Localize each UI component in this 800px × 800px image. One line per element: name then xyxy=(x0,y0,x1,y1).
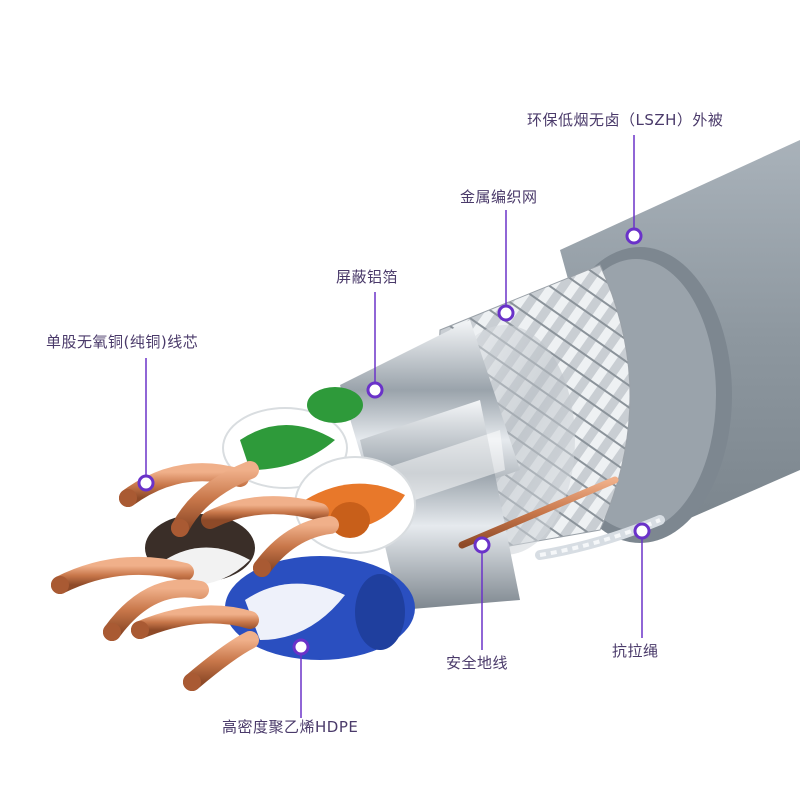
ground-wire-shape xyxy=(458,476,619,549)
label-strength-cord: 抗拉绳 xyxy=(612,642,659,660)
label-copper-conductor: 单股无氧铜(纯铜)线芯 xyxy=(46,333,199,351)
marker-dot-hdpe-insulation xyxy=(292,638,310,656)
copper-tips xyxy=(51,489,271,691)
marker-dot-ground-wire xyxy=(473,536,491,554)
label-ground-wire: 安全地线 xyxy=(446,654,509,672)
label-foil-shield: 屏蔽铝箔 xyxy=(336,268,399,286)
marker-dot-metal-braid xyxy=(497,304,515,322)
label-hdpe-insulation: 高密度聚乙烯HDPE xyxy=(222,718,359,736)
label-outer-jacket: 环保低烟无卤（LSZH）外被 xyxy=(527,111,724,129)
label-metal-braid: 金属编织网 xyxy=(460,188,538,206)
marker-dot-foil-shield xyxy=(366,381,384,399)
marker-dot-copper-conductor xyxy=(137,474,155,492)
marker-dot-strength-cord xyxy=(633,522,651,540)
marker-dot-outer-jacket xyxy=(625,227,643,245)
